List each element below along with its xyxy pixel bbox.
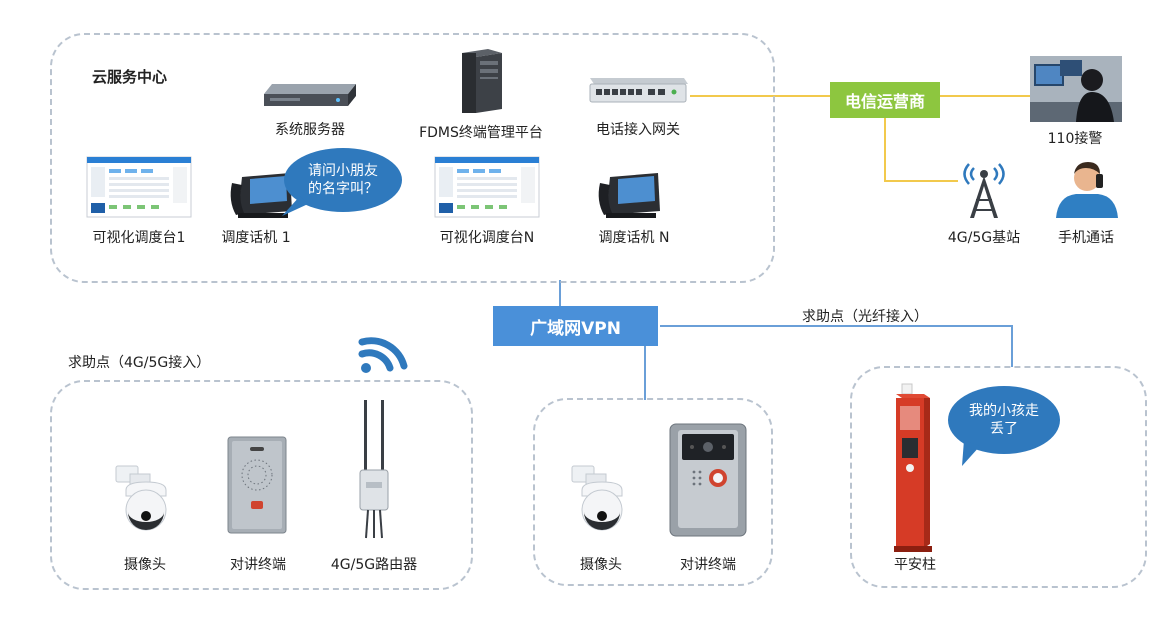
wifi-icon: [358, 337, 408, 373]
wan-fiber-line-h: [660, 325, 1012, 327]
wan-fiber-line-v: [1011, 325, 1013, 367]
dispatch-console-icon: [434, 156, 540, 218]
speech-bubble-lost-child-text: 我的小孩走丢了: [969, 403, 1039, 437]
middle-camera-label: 摄像头: [580, 557, 622, 573]
router-label: 4G/5G路由器: [330, 557, 418, 573]
base-station-label: 4G/5G基站: [947, 230, 1021, 246]
wan-vpn-label: 广域网VPN: [530, 318, 621, 339]
console-n-label: 可视化调度台N: [439, 230, 535, 246]
dispatch-phone-icon: [598, 173, 660, 218]
mobile-call-label: 手机通话: [1058, 230, 1114, 246]
cell-tower-icon: [963, 163, 1005, 218]
cloud-wan-line: [559, 280, 561, 308]
middle-intercom-label: 对讲终端: [680, 557, 736, 573]
gateway-telecom-line: [690, 95, 830, 97]
mobile-call-person-icon: [1056, 162, 1118, 218]
telecom-operator-box: 电信运营商: [830, 82, 940, 118]
dome-camera-icon: [115, 465, 167, 531]
telecom-base-line-h: [884, 180, 958, 182]
cloud-service-center-group: [50, 33, 775, 283]
telecom-police-line: [940, 95, 1030, 97]
intercom-panel-icon: [227, 436, 287, 534]
speech-bubble-lost-child: 我的小孩走丢了: [948, 386, 1060, 454]
wan-middle-line: [644, 344, 646, 400]
system-server-label: 系统服务器: [275, 122, 345, 138]
video-intercom-icon: [669, 423, 747, 537]
dispatch-phone-n-label: 调度话机 N: [598, 230, 670, 246]
wan-vpn-box: 广域网VPN: [493, 306, 658, 346]
help-point-fiber-group: [850, 366, 1147, 588]
police-label: 110接警: [1047, 131, 1103, 147]
fdms-platform-label: FDMS终端管理平台: [419, 125, 543, 141]
cloud-title: 云服务中心: [92, 68, 168, 86]
rack-server-icon: [264, 84, 356, 106]
phone-gateway-label: 电话接入网关: [596, 122, 680, 138]
fiber-access-label: 求助点（光纤接入）: [802, 309, 928, 325]
gateway-icon: [589, 78, 688, 103]
speech-bubble-question-text: 请问小朋友的名字叫？: [308, 163, 378, 197]
help-point-4g-group: [50, 380, 473, 590]
tower-server-icon: [462, 49, 502, 113]
speech-bubble-tail-icon: [282, 196, 308, 216]
left-intercom-label: 对讲终端: [230, 557, 286, 573]
help-point-middle-group: [533, 398, 773, 586]
speech-bubble-question: 请问小朋友的名字叫？: [284, 148, 402, 212]
dispatch-phone-icon: [230, 173, 292, 218]
console-1-label: 可视化调度台1: [92, 230, 186, 246]
dispatch-console-icon: [86, 156, 192, 218]
dispatch-phone-1-label: 调度话机 1: [221, 230, 291, 246]
lte-router-icon: [359, 400, 389, 539]
pillar-label: 平安柱: [894, 557, 936, 573]
telecom-base-line-v: [884, 113, 886, 181]
dome-camera-icon: [571, 465, 623, 531]
safety-pillar-icon: [894, 383, 932, 552]
left-camera-label: 摄像头: [124, 557, 166, 573]
police-operator-icon: [1030, 56, 1122, 122]
telecom-operator-label: 电信运营商: [844, 92, 925, 111]
speech-bubble-tail-icon: [962, 440, 980, 466]
left-group-title: 求助点（4G/5G接入）: [68, 355, 211, 371]
